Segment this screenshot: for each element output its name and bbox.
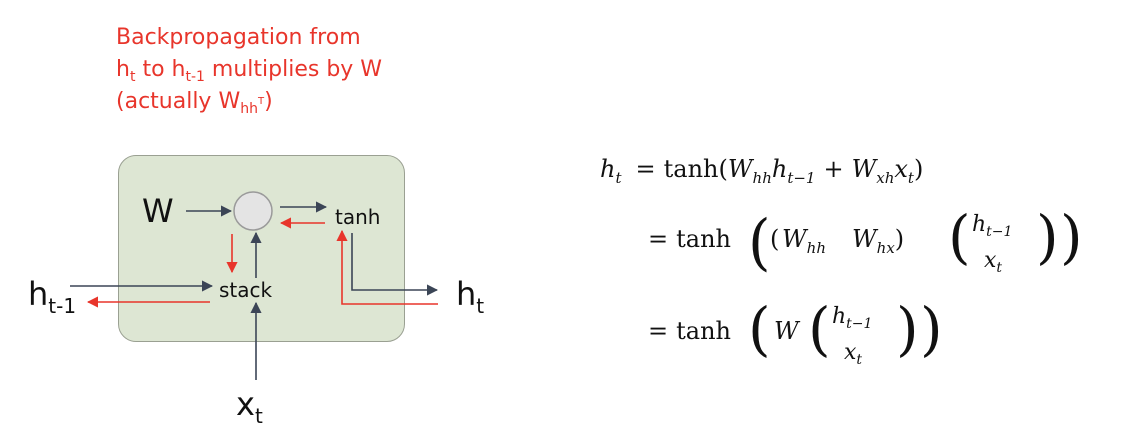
vector-right-paren: ) xyxy=(896,295,919,363)
caption: Backpropagation from ht to ht-1 multipli… xyxy=(116,22,496,118)
svg-text:=tanh: =tanh xyxy=(648,317,731,345)
x-t-label: xt xyxy=(236,385,263,428)
svg-text:(: ( xyxy=(770,225,779,253)
tanh-label: tanh xyxy=(335,205,381,229)
stack-label: stack xyxy=(219,278,273,302)
caption-sub-t: t xyxy=(129,69,136,85)
big-left-paren-3: ( xyxy=(748,295,771,363)
svg-text:ht−1: ht−1 xyxy=(832,304,872,332)
caption-close-paren: ) xyxy=(264,89,273,114)
caption-h: h xyxy=(116,57,130,82)
caption-multiplies: multiplies by W xyxy=(204,57,383,82)
matrix-left-paren: ( xyxy=(948,203,971,271)
caption-sub-t-1: t-1 xyxy=(185,69,205,85)
matrix-right-paren: ) xyxy=(1036,203,1059,271)
svg-text:W: W xyxy=(774,317,801,345)
h-t-label: ht xyxy=(456,275,485,318)
equation-line-1: ht=tanh(Whhht−1+Wxhxt) xyxy=(600,155,923,187)
caption-sub-hh: hhT xyxy=(240,96,265,117)
caption-line-2: ht to ht-1 multiplies by W xyxy=(116,54,496,86)
vector-left-paren: ( xyxy=(808,295,831,363)
big-right-paren-3: ) xyxy=(920,295,943,363)
caption-line-1: Backpropagation from xyxy=(116,25,361,50)
svg-text:xt: xt xyxy=(844,340,862,368)
weight-label: W xyxy=(142,192,174,230)
caption-sup-T: T xyxy=(257,96,265,107)
svg-text:=tanh: =tanh xyxy=(648,225,731,253)
equation-line-3: =tanh ( W ( ht−1 xt ) ) xyxy=(648,295,943,368)
caption-actually: (actually W xyxy=(116,89,241,114)
svg-text:xt: xt xyxy=(984,248,1002,276)
multiply-node xyxy=(233,191,273,231)
big-right-paren: ) xyxy=(1060,203,1083,271)
caption-line-3: (actually WhhT) xyxy=(116,86,496,118)
big-left-paren: ( xyxy=(748,208,771,279)
ht-to-tanh-grad-arrow xyxy=(336,229,438,305)
tanh-to-ht-arrow xyxy=(351,233,439,296)
h-prev-label: ht-1 xyxy=(28,275,77,318)
svg-text:ht−1: ht−1 xyxy=(972,212,1012,240)
svg-text:ht=tanh(Whhht−1+Wxhxt): ht=tanh(Whhht−1+Wxhxt) xyxy=(600,155,923,187)
caption-to-h: to h xyxy=(135,57,186,82)
